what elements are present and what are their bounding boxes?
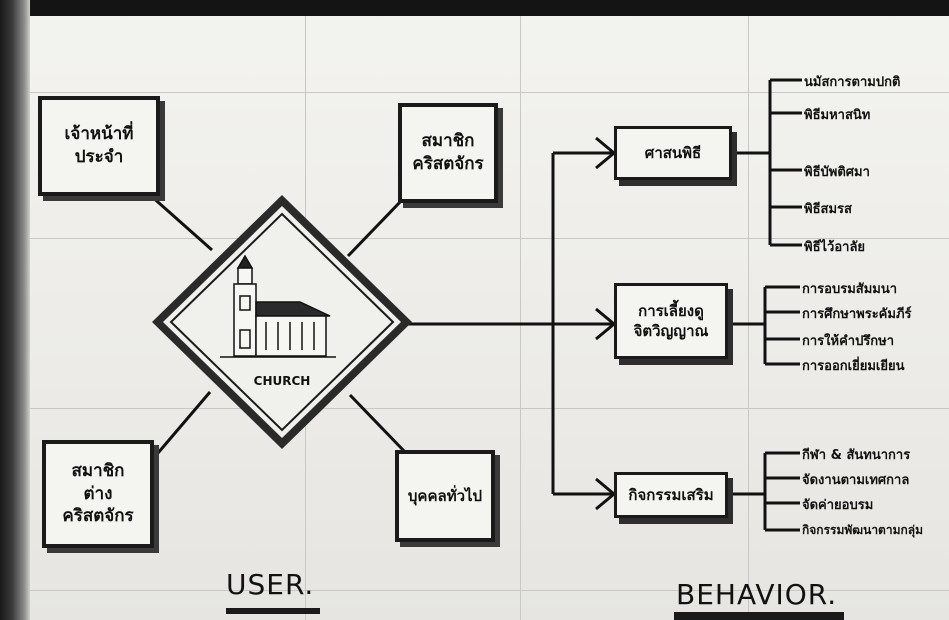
behavior-item: การออกเยี่ยมเยียน: [802, 359, 905, 374]
behavior-item: พิธีบัพติศมา: [804, 165, 870, 180]
behavior-box-label: กิจกรรมเสริม: [628, 485, 714, 504]
behavior-item: การให้คำปรึกษา: [802, 334, 895, 349]
user-box-label: เจ้าหน้าที่ ประจำ: [64, 124, 134, 167]
behavior-item: พิธีมหาสนิท: [804, 108, 871, 123]
grid-line: [30, 408, 949, 409]
grid-line: [30, 590, 949, 591]
grid-line: [520, 16, 521, 620]
section-underline: [674, 612, 844, 620]
user-box-staff: เจ้าหน้าที่ ประจำ: [38, 96, 160, 196]
grid-line: [30, 92, 949, 93]
section-label-user: USER.: [226, 568, 315, 601]
behavior-item: จัดค่ายอบรม: [802, 498, 874, 513]
top-border: [0, 0, 949, 16]
user-box-other-church-members: สมาชิก ต่าง คริสตจักร: [42, 440, 154, 548]
church-label: CHURCH: [253, 374, 311, 388]
user-box-label: บุคคลทั่วไป: [407, 486, 483, 505]
section-label-behavior: BEHAVIOR.: [676, 578, 838, 611]
behavior-item: พิธีสมรส: [804, 202, 852, 217]
behavior-item: พิธีไว้อาลัย: [804, 240, 866, 255]
behavior-item: กีฬา & สันทนาการ: [802, 448, 911, 463]
user-box-general-public: บุคคลทั่วไป: [395, 450, 495, 542]
left-edge-strip: [0, 0, 30, 620]
behavior-box-label: ศาสนพิธี: [644, 143, 702, 162]
behavior-item: นมัสการตามปกติ: [804, 75, 901, 90]
grid-line: [748, 16, 749, 620]
behavior-item: จัดงานตามเทศกาล: [802, 473, 910, 488]
behavior-box-spiritual-care: การเลี้ยงดู จิตวิญญาณ: [614, 283, 728, 359]
church-icon: [220, 254, 336, 358]
user-box-label: สมาชิก ต่าง คริสตจักร: [62, 460, 134, 527]
behavior-item: กิจกรรมพัฒนาตามกลุ่ม: [802, 523, 924, 537]
behavior-box-extra-activities: กิจกรรมเสริม: [614, 472, 728, 518]
behavior-item: การศึกษาพระคัมภีร์: [802, 307, 912, 322]
behavior-item: การอบรมสัมมนา: [802, 282, 898, 297]
behavior-box-rituals: ศาสนพิธี: [614, 126, 732, 180]
behavior-box-label: การเลี้ยงดู จิตวิญญาณ: [633, 301, 709, 340]
user-box-label: สมาชิก คริสตจักร: [412, 131, 484, 174]
grid-line: [30, 238, 949, 239]
user-box-members: สมาชิก คริสตจักร: [398, 103, 498, 203]
section-underline: [226, 608, 320, 614]
